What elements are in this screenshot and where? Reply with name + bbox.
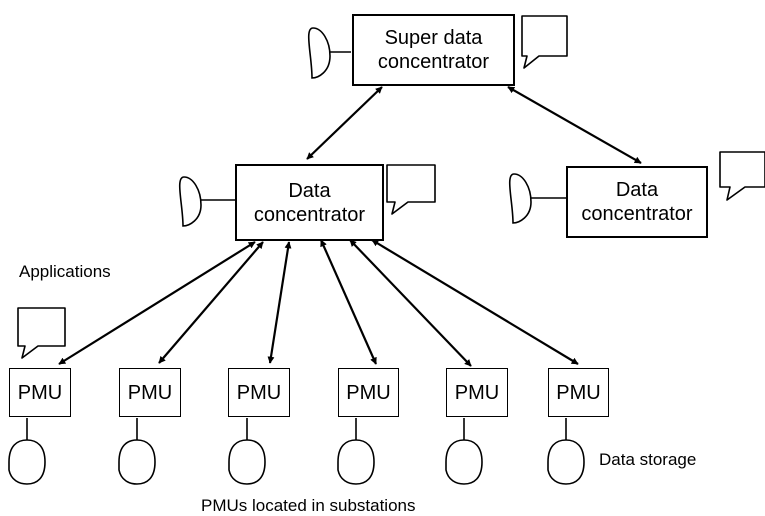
storage-drum-icon: [8, 418, 46, 485]
storage-drum-icon: [178, 176, 235, 227]
storage-drum-icon: [228, 418, 266, 485]
applications-label: Applications: [19, 262, 111, 281]
storage-drum-icon: [337, 418, 375, 485]
storage-drum-icon: [547, 418, 585, 485]
pmu-label: PMU: [127, 381, 173, 404]
pmu-label: PMU: [236, 381, 282, 404]
pmu-box: PMU: [548, 368, 609, 417]
speech-bubble-icon: [386, 164, 436, 215]
data-concentrator-box-right: Data concentrator: [566, 166, 708, 238]
data-concentrator-label: Data concentrator: [253, 179, 366, 226]
speech-bubble-icon: [17, 307, 66, 359]
pmu-box: PMU: [228, 368, 290, 417]
storage-drum-icon: [307, 27, 351, 79]
pmu-box: PMU: [446, 368, 508, 417]
link-concentrator-to-pmu-3: [267, 241, 292, 364]
link-concentrator-to-pmu-2: [158, 241, 264, 364]
link-concentrator-to-pmu-1: [58, 241, 256, 365]
pmu-box: PMU: [338, 368, 399, 417]
pmu-label: PMU: [17, 381, 63, 404]
pmu-label: PMU: [556, 381, 601, 404]
link-super-to-concentrator-1: [306, 86, 383, 160]
storage-drum-icon: [508, 173, 566, 224]
pmu-label: PMU: [454, 381, 500, 404]
data-concentrator-box-left: Data concentrator: [235, 164, 384, 241]
link-super-to-concentrator-2: [507, 86, 642, 164]
speech-bubble-icon: [521, 15, 568, 69]
data-concentrator-label: Data concentrator: [581, 179, 693, 225]
link-concentrator-to-pmu-6: [371, 239, 579, 365]
pmus-located-caption: PMUs located in substations: [201, 496, 416, 515]
pmu-box: PMU: [119, 368, 181, 417]
super-data-concentrator-label: Super data concentrator: [377, 27, 490, 73]
data-storage-label: Data storage: [599, 450, 697, 469]
pmu-box: PMU: [9, 368, 71, 417]
storage-drum-icon: [445, 418, 483, 485]
pmu-label: PMU: [346, 381, 391, 404]
super-data-concentrator-box: Super data concentrator: [352, 14, 515, 86]
speech-bubble-icon: [719, 151, 765, 201]
storage-drum-icon: [118, 418, 156, 485]
